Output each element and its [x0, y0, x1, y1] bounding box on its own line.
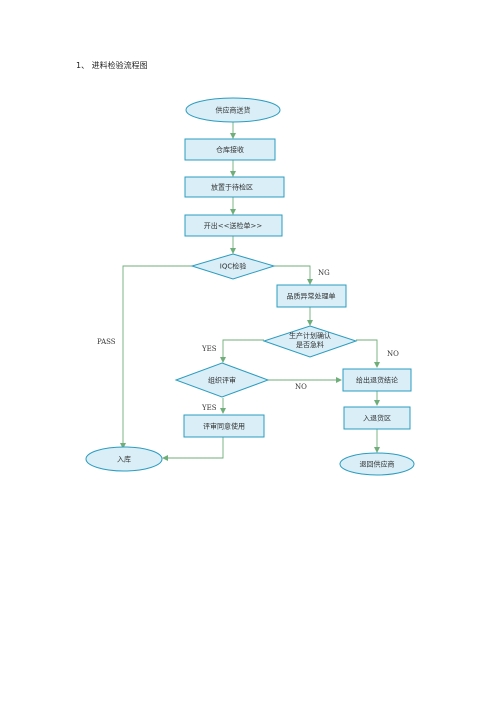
node-plan-confirm: 生产计划确认 是否急料 [262, 325, 358, 358]
node-defect-form: 品质异常处理单 [276, 284, 347, 308]
node-return-area-label: 入退货区 [363, 414, 391, 423]
node-return-conclusion: 给出退货结论 [342, 368, 412, 392]
node-return-conclusion-label: 给出退货结论 [356, 376, 398, 385]
edge-iqc-pass [120, 265, 192, 449]
edge-label-no-review: NO [295, 383, 307, 391]
node-team-review: 组织评审 [174, 362, 270, 398]
edge-label-yes-urgent: YES [201, 345, 217, 353]
node-storage-label: 入库 [117, 455, 131, 464]
node-warehouse-receive-label: 仓库接收 [216, 145, 244, 154]
edge-plan-no [356, 339, 380, 368]
node-warehouse-receive: 仓库接收 [184, 138, 276, 161]
edge-label-no-urgent: NO [387, 350, 399, 358]
node-plan-confirm-label-1: 生产计划确认 [289, 331, 331, 340]
node-issue-form-label: 开出<<送检单>> [204, 221, 263, 230]
edge-label-yes-review: YES [201, 404, 217, 412]
edge-plan-yes [220, 339, 264, 363]
edge-accept-to-storage [162, 437, 224, 461]
node-defect-form-label: 品质异常处理单 [287, 292, 336, 301]
node-plan-confirm-label-2: 是否急料 [296, 340, 324, 349]
node-place-pending: 放置于待检区 [184, 176, 285, 198]
edge-label-pass: PASS [97, 338, 116, 346]
node-supplier-delivery: 供应商送货 [185, 97, 281, 123]
node-iqc-check-label: IQC检验 [220, 262, 246, 271]
edge-iqc-ng [274, 265, 313, 285]
page-heading: 1、 进料检验流程图 [76, 61, 148, 70]
node-return-area: 入退货区 [343, 406, 411, 430]
edge-label-ng: NG [318, 269, 330, 277]
node-review-accept-label: 评审同意使用 [203, 422, 245, 431]
node-iqc-check: IQC检验 [190, 253, 276, 280]
connectors [120, 121, 380, 461]
node-storage: 入库 [85, 446, 163, 472]
node-team-review-label: 组织评审 [208, 376, 236, 385]
node-issue-form: 开出<<送检单>> [184, 214, 283, 237]
node-return-supplier: 退回供应商 [339, 452, 415, 476]
node-review-accept: 评审同意使用 [183, 414, 265, 438]
node-supplier-delivery-label: 供应商送货 [216, 106, 251, 115]
node-place-pending-label: 放置于待检区 [211, 183, 253, 192]
node-return-supplier-label: 退回供应商 [360, 460, 395, 469]
